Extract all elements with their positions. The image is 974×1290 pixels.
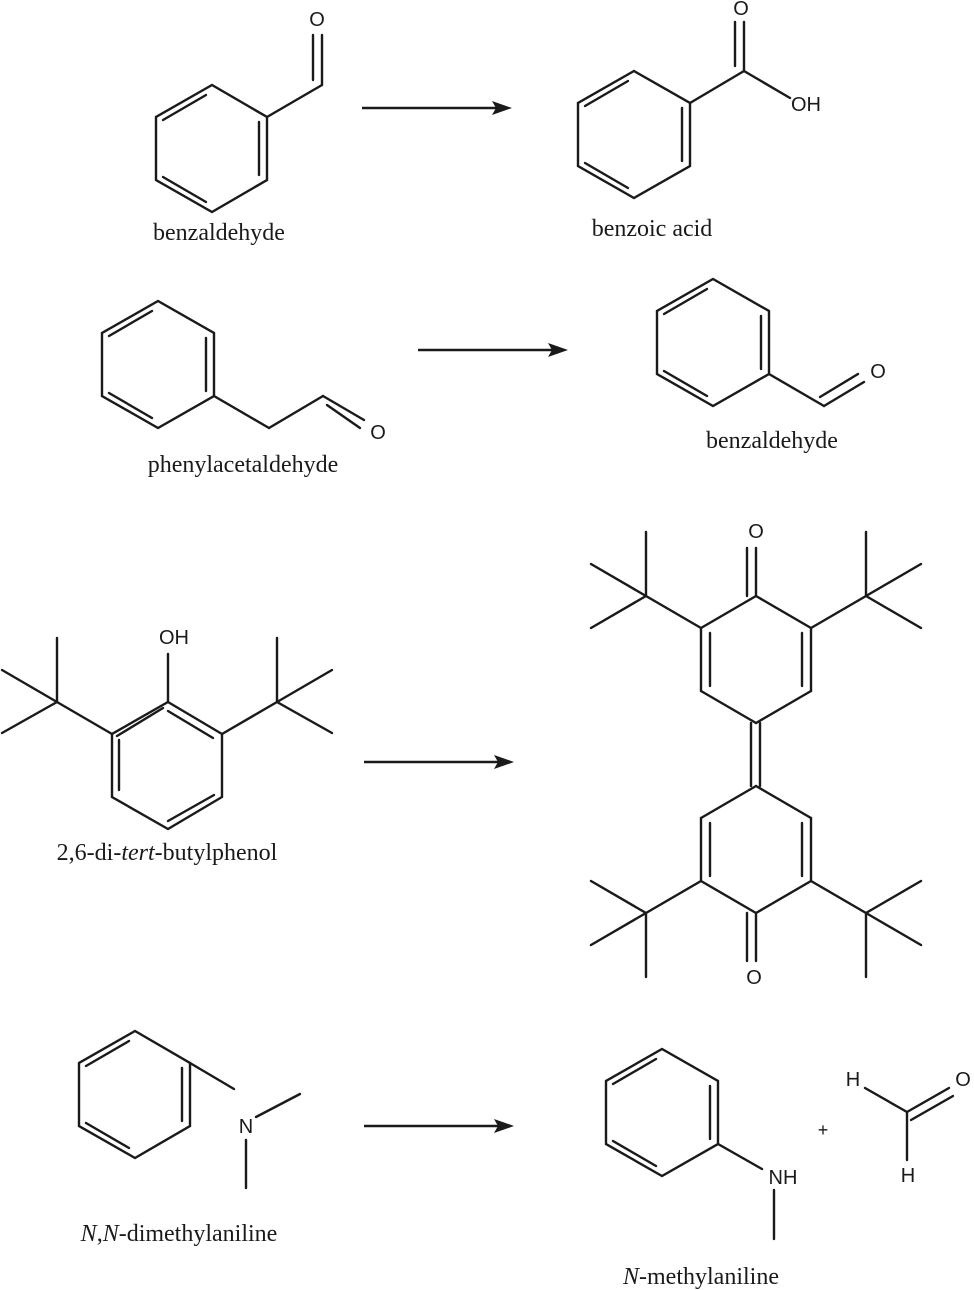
di-tert-butylphenol-structure: OH: [0, 627, 334, 831]
atom-label: H: [846, 1069, 860, 1091]
methylaniline-structure: NH: [604, 1047, 798, 1241]
compound-name: N-methylaniline: [622, 1264, 779, 1290]
atom-label: N: [239, 1116, 253, 1138]
atom-label: OH: [791, 94, 821, 116]
atom-label: O: [733, 0, 749, 20]
benzaldehyde-structure: O: [154, 9, 325, 214]
compound-name: benzoic acid: [592, 216, 713, 242]
reaction-arrow: [418, 343, 568, 357]
reaction-arrow: [364, 755, 514, 769]
atom-label: H: [901, 1165, 915, 1187]
reaction-2: O phenylacetaldehyde O benzaldehyde: [100, 277, 886, 478]
atom-label: O: [309, 9, 325, 31]
reaction-arrow: [362, 101, 512, 115]
diphenoquinone-structure: O O: [589, 521, 923, 989]
phenylacetaldehyde-structure: O: [100, 299, 386, 444]
compound-name: benzaldehyde: [153, 220, 285, 246]
compound-name: 2,6-di-tert-butylphenol: [57, 840, 278, 866]
atom-label: O: [370, 422, 386, 444]
formaldehyde-structure: H O H: [846, 1069, 971, 1187]
reaction-1: O benzaldehyde O OH benzoic acid: [153, 0, 821, 246]
reaction-3: OH 2,6-di-tert-butylphenol: [0, 521, 923, 989]
reaction-arrow: [364, 1119, 514, 1133]
reaction-4: N N,N-dimethylaniline NH N-methylaniline…: [77, 1029, 971, 1290]
atom-label: O: [748, 521, 764, 543]
plus-sign: +: [818, 1120, 829, 1140]
compound-name: benzaldehyde: [706, 428, 838, 454]
compound-name: phenylacetaldehyde: [148, 452, 339, 478]
benzoic-acid-structure: O OH: [576, 0, 821, 200]
atom-label: O: [955, 1069, 971, 1091]
atom-label: OH: [159, 627, 189, 649]
compound-name: N,N-dimethylaniline: [80, 1221, 278, 1247]
benzaldehyde-structure: O: [655, 277, 886, 408]
atom-label: O: [746, 967, 762, 989]
atom-label: O: [870, 361, 886, 383]
atom-label: NH: [769, 1167, 798, 1189]
dimethylaniline-structure: N: [77, 1029, 302, 1190]
